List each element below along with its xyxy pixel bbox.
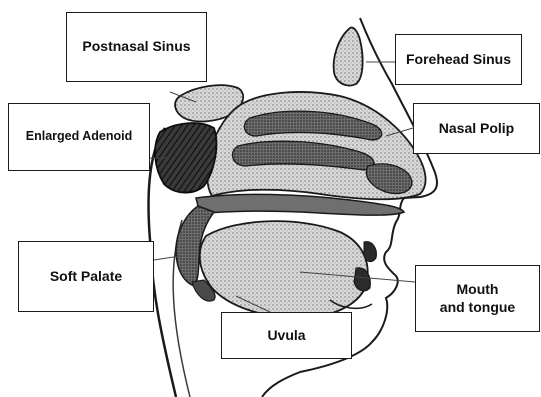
label-nasal-polip: Nasal Polip bbox=[413, 103, 540, 154]
tongue-shape bbox=[200, 221, 368, 318]
label-postnasal-sinus: Postnasal Sinus bbox=[66, 12, 207, 82]
label-enlarged-adenoid: Enlarged Adenoid bbox=[8, 103, 150, 171]
label-soft-palate: Soft Palate bbox=[18, 241, 154, 312]
label-mouth-and-tongue: Mouth and tongue bbox=[415, 265, 540, 332]
upper-teeth bbox=[364, 242, 376, 262]
label-uvula: Uvula bbox=[221, 312, 352, 359]
forehead-sinus-shape bbox=[334, 28, 363, 86]
label-forehead-sinus: Forehead Sinus bbox=[395, 34, 522, 85]
